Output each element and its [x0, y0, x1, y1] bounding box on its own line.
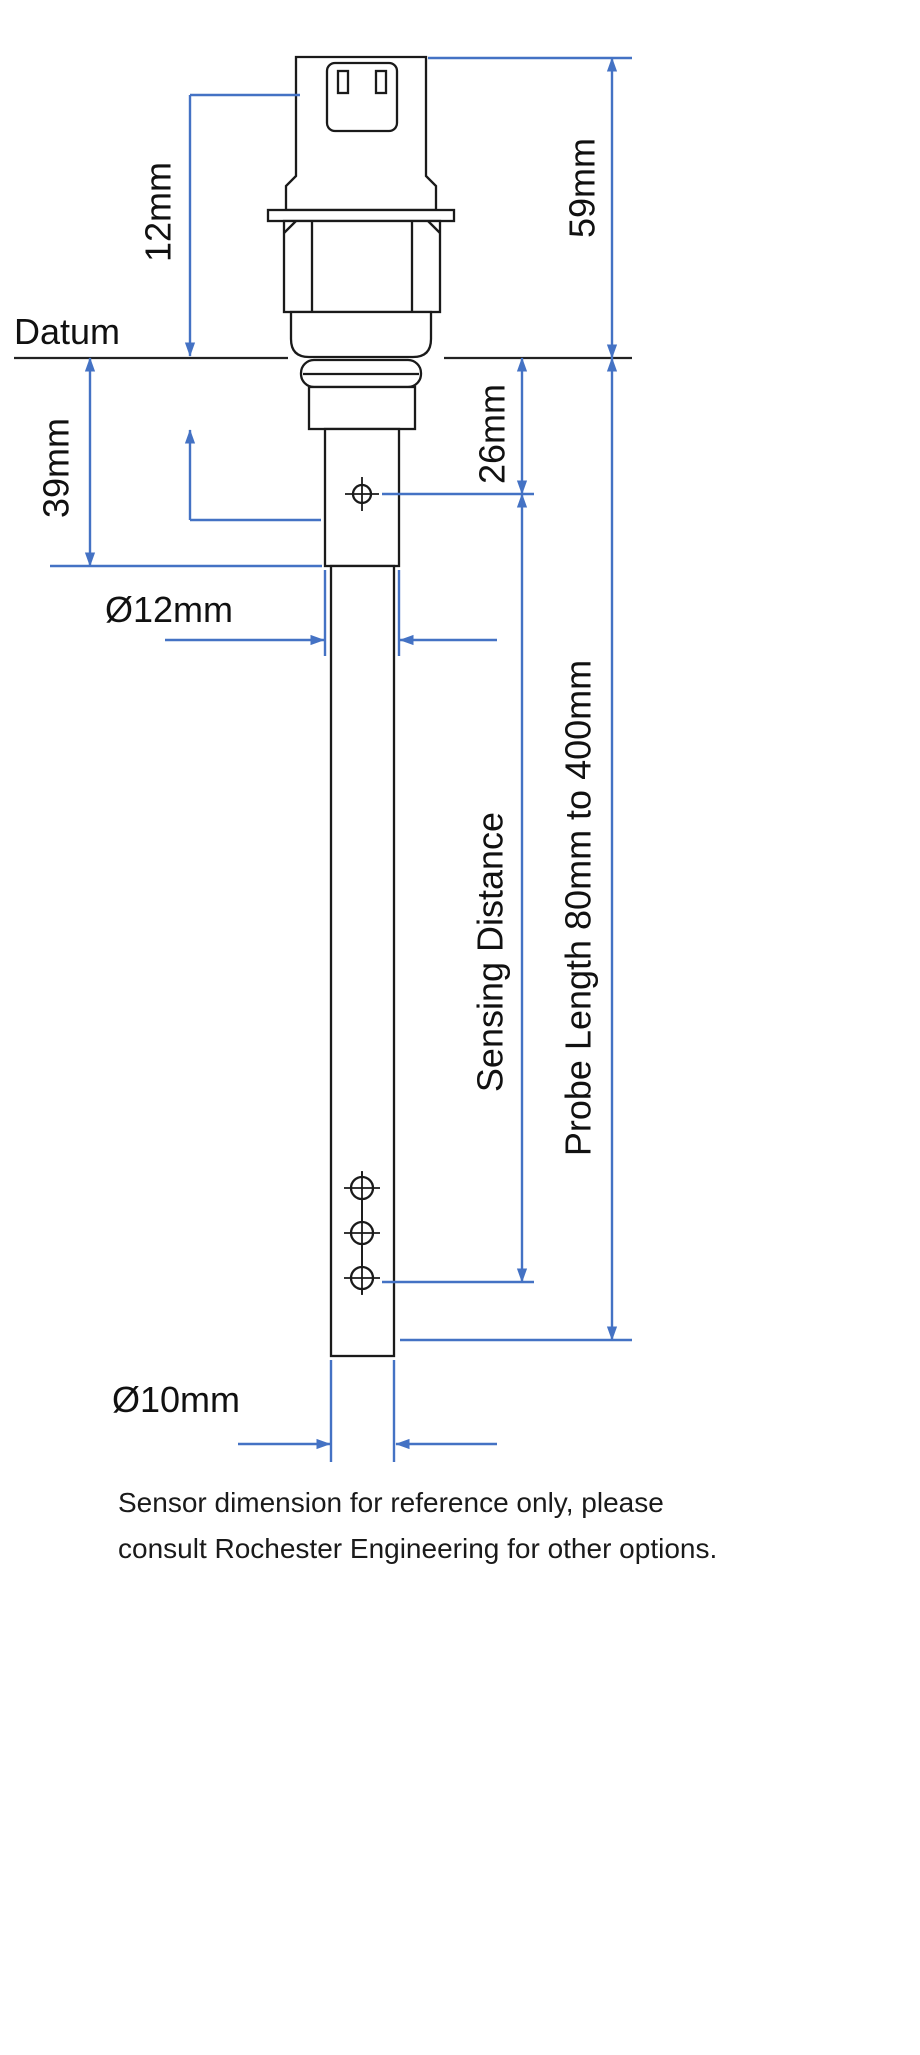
- label-39mm: 39mm: [36, 418, 77, 518]
- dim-probe-length: [400, 357, 632, 1342]
- connector-pin-right: [374, 69, 388, 95]
- dim-thread-reference-arrow: [184, 429, 321, 522]
- dim-dia10: [238, 1360, 497, 1462]
- label-59mm: 59mm: [562, 138, 603, 238]
- label-probe-length: Probe Length 80mm to 400mm: [558, 660, 599, 1156]
- dim-59mm: [428, 56, 632, 359]
- connector: [284, 55, 438, 212]
- dim-12mm: [184, 93, 300, 357]
- label-sensing-distance: Sensing Distance: [470, 812, 511, 1092]
- union-nut: [282, 219, 442, 359]
- dim-39mm: [50, 357, 322, 568]
- label-dia10: Ø10mm: [112, 1379, 240, 1420]
- label-dia12: Ø12mm: [105, 589, 233, 630]
- thread-collar: [307, 385, 417, 431]
- lower-tube: [329, 564, 396, 1358]
- label-12mm: 12mm: [138, 162, 179, 262]
- footer-note-line1: Sensor dimension for reference only, ple…: [118, 1487, 664, 1518]
- upper-sensor-hole: [345, 477, 379, 511]
- footer-note: Sensor dimension for reference only, ple…: [118, 1487, 717, 1564]
- connector-pin-left: [336, 69, 350, 95]
- probe-device: [266, 55, 456, 1358]
- o-ring-washer: [299, 358, 423, 389]
- dim-dia12: [165, 570, 497, 656]
- datum-label: Datum: [14, 311, 120, 352]
- dim-sensing-distance: [382, 493, 534, 1284]
- footer-note-line2: consult Rochester Engineering for other …: [118, 1533, 717, 1564]
- bottom-sensor-holes: [344, 1171, 380, 1295]
- label-26mm: 26mm: [472, 384, 513, 484]
- flange: [266, 208, 456, 223]
- dim-26mm: [382, 357, 534, 496]
